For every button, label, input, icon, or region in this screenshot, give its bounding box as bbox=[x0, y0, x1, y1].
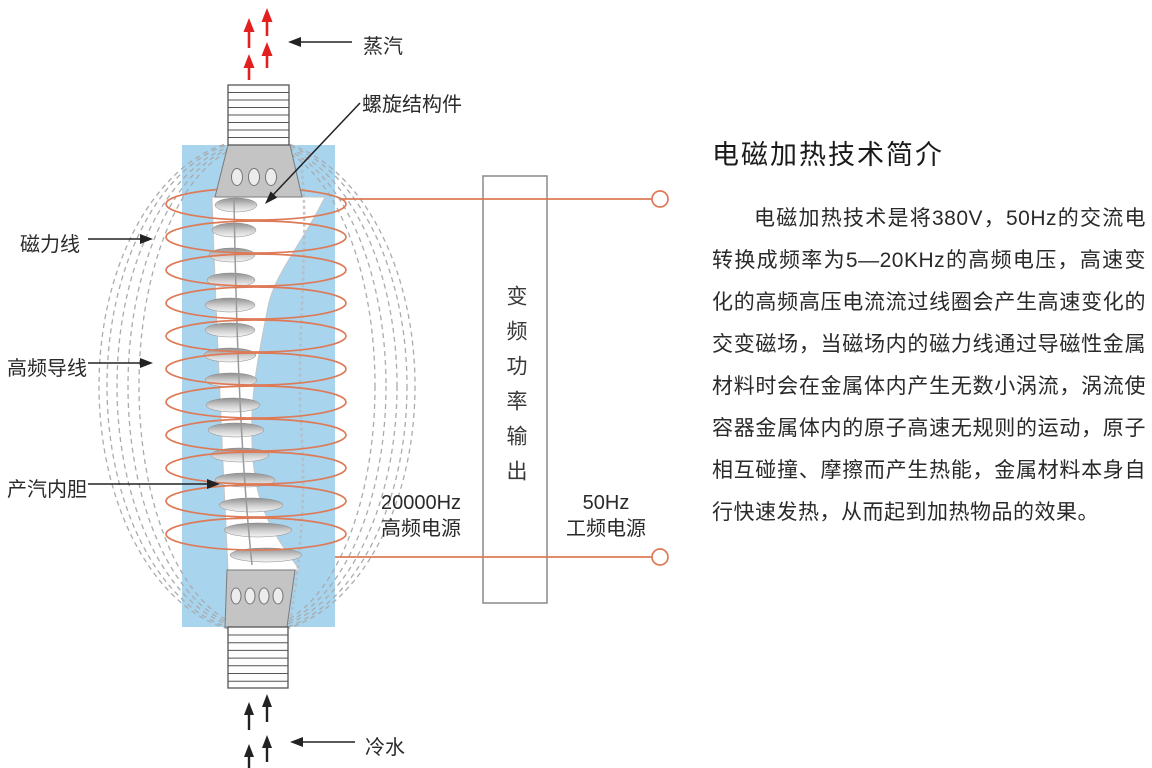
steam-label: 蒸汽 bbox=[363, 36, 403, 58]
mains-power-name: 工频电源 bbox=[566, 518, 646, 540]
helix-backside-line bbox=[288, 151, 306, 623]
high-freq-wire-label: 高频导线 bbox=[7, 358, 87, 380]
converter-box-label: 变频功率输出 bbox=[504, 284, 527, 495]
liner-label-arrow bbox=[88, 479, 220, 489]
cold-water-inlet-pipe bbox=[227, 626, 289, 689]
spiral-label-arrow bbox=[265, 102, 361, 204]
magnetic-line-label-arrow bbox=[88, 234, 153, 244]
page-title: 电磁加热技术简介 bbox=[712, 140, 944, 170]
steam-up-arrows bbox=[243, 8, 273, 80]
mains-power-label: 50Hz 工频电源 bbox=[563, 490, 649, 542]
high-freq-power-label: 20000Hz 高频电源 bbox=[381, 490, 461, 542]
high-frequency-wire-top bbox=[340, 190, 669, 208]
high-freq-power-name: 高频电源 bbox=[381, 518, 461, 540]
hf-wire-label-arrow bbox=[88, 358, 153, 368]
induction-coil bbox=[165, 187, 347, 551]
terminal-circle-top bbox=[651, 190, 669, 208]
mains-power-frequency: 50Hz bbox=[582, 492, 630, 514]
terminal-circle-bottom bbox=[651, 548, 669, 566]
cold-water-label-arrow bbox=[290, 737, 355, 747]
top-holder-block bbox=[214, 144, 303, 198]
mains-wire-bottom bbox=[335, 548, 669, 566]
description-paragraph: 电磁加热技术是将380V，50Hz的交流电转换成频率为5—20KHz的高频电压，… bbox=[712, 207, 1146, 524]
magnetic-field-line-label: 磁力线 bbox=[20, 234, 80, 256]
steam-liner-label: 产汽内胆 bbox=[7, 479, 87, 501]
cold-water-label: 冷水 bbox=[365, 737, 405, 759]
steam-outlet-pipe bbox=[227, 84, 290, 146]
steam-label-arrow bbox=[288, 37, 352, 47]
frequency-converter-box bbox=[482, 175, 548, 604]
high-freq-power-frequency: 20000Hz bbox=[381, 492, 462, 514]
bottom-holder-block bbox=[224, 569, 296, 628]
spiral-structure-label: 螺旋结构件 bbox=[362, 94, 462, 116]
cold-water-up-arrows bbox=[244, 694, 272, 768]
